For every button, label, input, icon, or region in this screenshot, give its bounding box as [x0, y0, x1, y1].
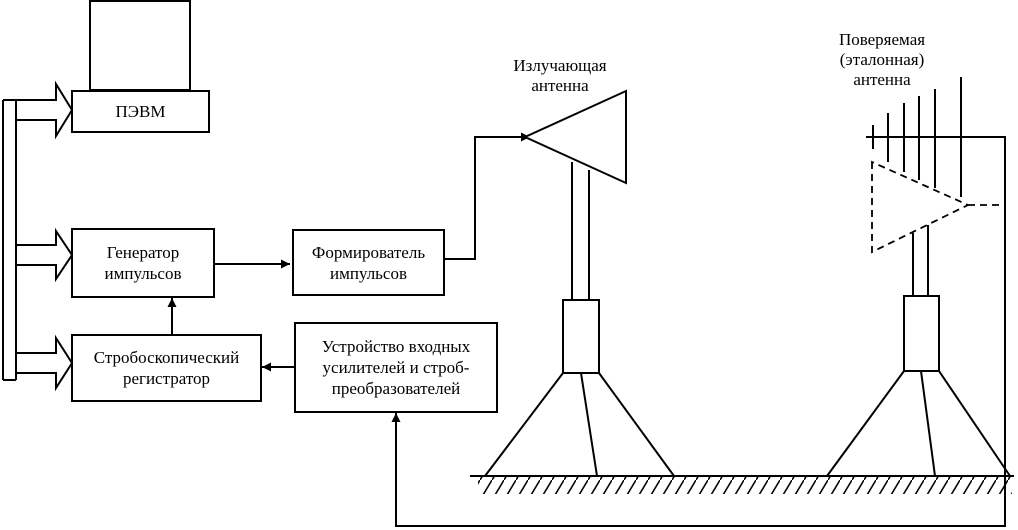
radiating-horn-antenna	[522, 89, 627, 185]
data-bus	[2, 99, 17, 381]
strobe-recorder-label-line-2: регистратор	[122, 369, 211, 388]
pc-monitor-screen	[89, 0, 191, 91]
radiating-antenna-tripod	[484, 372, 675, 477]
tested-antenna-mast	[903, 225, 940, 372]
radiating-antenna-mast	[562, 162, 600, 374]
shaper-to-antenna-line	[445, 132, 530, 260]
pulse-shaper-block: Формирователь импульсов	[292, 229, 445, 296]
reference-antenna-feedback-line	[391, 136, 1006, 527]
input-amplifiers-label-line-2: усилителей и строб-	[322, 358, 470, 377]
tested-antenna-label-line-3: антенна	[853, 70, 911, 89]
input-amplifiers-block: Устройство входных усилителей и строб- п…	[294, 322, 498, 413]
bus-arrow-pevm	[15, 80, 74, 140]
pulse-shaper-label-line-2: импульсов	[329, 263, 407, 283]
tested-dipole-antenna	[866, 77, 970, 197]
tested-antenna-label-line-1: Поверяемая	[838, 30, 926, 49]
reference-horn-antenna	[871, 160, 1005, 254]
tested-antenna-label-line-2: (эталонная)	[839, 50, 925, 69]
input-amplifiers-label-line-3: преобразователей	[331, 379, 461, 398]
radiating-antenna-label-line-1: Излучающая	[513, 56, 607, 75]
radiating-antenna-label: Излучающая антенна	[480, 56, 640, 96]
tested-antenna-tripod	[826, 370, 1011, 477]
tested-antenna-label: Поверяемая (эталонная) антенна	[807, 30, 957, 90]
radiating-antenna-label-line-2: антенна	[531, 76, 589, 95]
pulse-generator-label-line-2: импульсов	[104, 264, 182, 283]
pulse-generator-block: Генератор импульсов	[71, 228, 215, 298]
pevm-label: ПЭВМ	[115, 102, 166, 121]
pevm-block: ПЭВМ	[71, 90, 210, 133]
strobe-recorder-label-line-1: Стробоскопический	[93, 348, 240, 367]
strobe-recorder-block: Стробоскопический регистратор	[71, 334, 262, 402]
pulse-shaper-label-line-1: Формирователь	[311, 242, 426, 262]
pulse-generator-label-line-1: Генератор	[106, 243, 180, 262]
ground-hatching	[478, 477, 1012, 494]
bus-arrow-generator	[15, 227, 74, 283]
bus-arrow-strobe-recorder	[15, 334, 74, 392]
input-amplifiers-label-line-1: Устройство входных	[321, 337, 471, 356]
